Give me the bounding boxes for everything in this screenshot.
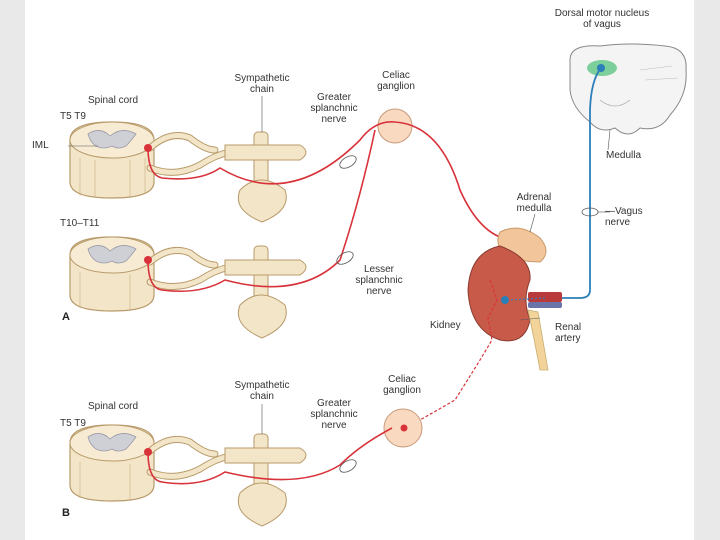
label-greater-splanchnic-top: Greater splanchnic nerve <box>310 92 358 125</box>
kidney-with-adrenal <box>467 227 562 371</box>
label-sympathetic-chain-bottom: Sympathetic chain <box>234 380 290 402</box>
label-panel-a: A <box>62 311 70 323</box>
label-vagus-nerve: —Vagus nerve <box>605 206 643 228</box>
label-greater-splanchnic-bottom: Greater splanchnic nerve <box>310 398 358 431</box>
label-kidney: Kidney <box>430 320 461 331</box>
medulla-section <box>569 43 687 135</box>
spinal-cord-section-b <box>69 424 155 502</box>
label-adrenal-medulla: Adrenal medulla <box>516 192 552 214</box>
label-iml: IML <box>32 140 49 151</box>
label-t5-t9-top: T5 T9 <box>60 111 86 122</box>
label-celiac-ganglion-top: Celiac ganglion <box>377 70 415 92</box>
label-spinal-cord-bottom: Spinal cord <box>88 401 139 412</box>
label-t10-t11: T10–T11 <box>60 218 100 229</box>
label-lesser-splanchnic: Lesser splanchnic nerve <box>355 264 403 297</box>
postganglionic-neuron-b <box>400 424 408 432</box>
postganglionic-fibers-in-kidney <box>419 279 498 421</box>
label-leader-lines <box>68 96 611 434</box>
label-renal-artery: Renal artery <box>555 322 582 344</box>
preganglionic-neuron-a-top <box>144 144 152 152</box>
sympathetic-chain-ganglion-b <box>224 433 307 527</box>
label-celiac-ganglion-bottom: Celiac ganglion <box>383 374 421 396</box>
label-panel-b: B <box>62 507 70 519</box>
spinal-nerve-roots-middle <box>146 247 234 290</box>
sympathetic-chain-ganglion-a-middle <box>224 245 307 339</box>
spinal-cord-section-t10-t11 <box>69 236 155 312</box>
greater-splanchnic-marker-b <box>339 459 357 473</box>
label-sympathetic-chain-top: Sympathetic chain <box>234 73 290 95</box>
spinal-nerve-roots-top <box>146 132 234 176</box>
vagus-fiber <box>545 67 602 299</box>
sympathetic-chain-ganglion-a-top <box>224 131 307 223</box>
spinal-cord-section-t5-t9 <box>69 121 155 199</box>
greater-splanchnic-marker-a <box>339 155 357 169</box>
sympathetic-fiber-b <box>147 427 393 485</box>
celiac-ganglion-a <box>377 108 413 144</box>
label-dorsal-motor-nucleus: Dorsal motor nucleus of vagus <box>554 8 650 30</box>
lesser-splanchnic-marker <box>336 251 354 265</box>
label-medulla: Medulla <box>606 150 642 161</box>
label-t5-t9-bottom: T5 T9 <box>60 418 86 429</box>
renal-nerve-terminals <box>509 297 546 301</box>
preganglionic-neuron-b <box>144 448 152 456</box>
sympathetic-fiber-a <box>147 121 511 293</box>
intrarenal-neuron <box>501 296 509 304</box>
spinal-nerve-roots-b <box>146 436 234 480</box>
label-spinal-cord-top: Spinal cord <box>88 95 139 106</box>
preganglionic-neuron-a-middle <box>144 256 152 264</box>
